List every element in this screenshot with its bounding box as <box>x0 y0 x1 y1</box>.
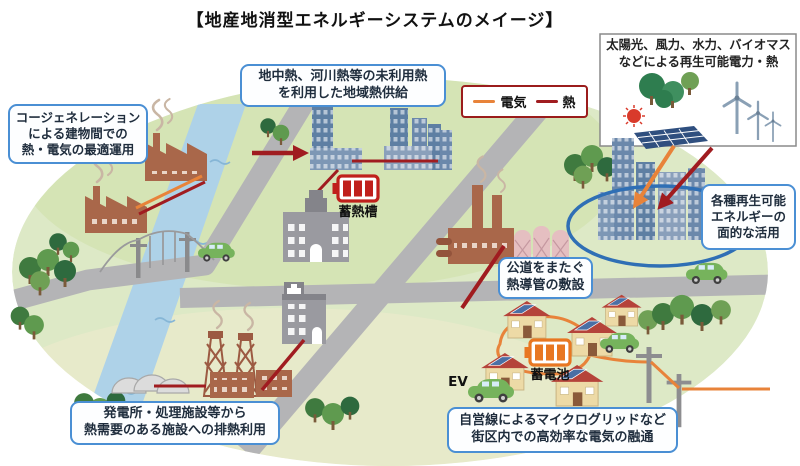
renewable-box-line: 太陽光、風力、水力、バイオマス <box>606 38 791 52</box>
heat-pipe-line <box>460 244 506 310</box>
callout-line: による建物間での <box>28 126 128 141</box>
factory-building <box>85 186 147 233</box>
heat-storage-label: 蓄熱槽 <box>338 205 378 220</box>
legend-electricity: 電気 <box>473 92 527 111</box>
power-lines <box>636 347 770 428</box>
callout-renewable-use: 各種再生可能 エネルギーの 面的な活用 <box>701 184 796 250</box>
city-office-buildings <box>252 106 452 205</box>
callout-heat-pipe: 公道をまたぐ 熱導管の敷設 <box>498 257 593 299</box>
callout-line: 公道をまたぐ <box>506 261 585 277</box>
heat-line <box>138 180 206 216</box>
legend: 電気 熱 <box>461 85 588 118</box>
heat-line-swatch <box>535 99 558 104</box>
callout-line: 自営線によるマイクログリッドなど <box>459 413 666 429</box>
callout-line: 面的な活用 <box>717 225 780 240</box>
microgrid-neighborhood <box>468 294 649 407</box>
legend-heat: 熱 <box>535 92 576 111</box>
callout-line: エネルギーの <box>710 209 786 224</box>
callout-line: 発電所・処理施設等から <box>103 406 247 422</box>
renewable-box-caption: 太陽光、風力、水力、バイオマス などによる再生可能電力・熱 <box>602 37 795 70</box>
renewable-box-line: などによる再生可能電力・熱 <box>618 54 779 69</box>
callout-microgrid: 自営線によるマイクログリッドなど 街区内での高効率な電気の融通 <box>447 407 678 453</box>
callout-cogeneration: コージェネレーション による建物間での 熱・電気の最適運用 <box>8 104 148 164</box>
callout-unused-heat: 地中熱、河川熱等の未利用熱 を利用した地域熱供給 <box>240 64 446 107</box>
bridge <box>99 230 215 278</box>
hospital-building <box>282 282 326 344</box>
renewable-energy-box <box>599 33 797 149</box>
callout-line: 地中熱、河川熱等の未利用熱 <box>258 68 428 84</box>
ev-label: EV <box>448 374 468 390</box>
callout-waste-heat: 発電所・処理施設等から 熱需要のある施設への排熱利用 <box>70 401 280 445</box>
tree-icons <box>639 72 699 108</box>
electricity-arrow <box>632 144 676 209</box>
callout-line: 熱需要のある施設への排熱利用 <box>83 423 266 438</box>
storage-battery-label: 蓄電池 <box>530 368 570 383</box>
callout-line: コージェネレーション <box>15 110 141 125</box>
sun-icon <box>623 105 645 127</box>
heat-line <box>260 338 306 392</box>
callout-line: 熱・電気の最適運用 <box>21 142 135 157</box>
solar-panel-icon <box>634 126 708 149</box>
callout-line: 街区内での高効率な電気の融通 <box>471 430 654 445</box>
electricity-line <box>135 174 203 210</box>
diagram-title: 【地産地消型エネルギーシステムのメイージ】 <box>186 11 564 31</box>
heat-arrow <box>657 146 714 210</box>
legend-heat-label: 熱 <box>562 96 576 111</box>
gas-factory <box>436 155 569 310</box>
heat-storage-battery-icon <box>330 174 380 203</box>
school-building <box>283 190 349 262</box>
legend-electricity-label: 電気 <box>500 96 527 111</box>
gas-tanks <box>514 226 569 264</box>
callout-line: を利用した地域熱供給 <box>277 85 408 101</box>
callout-line: 熱導管の敷設 <box>506 278 585 293</box>
cogeneration-factories <box>85 97 207 233</box>
factory-building <box>145 133 207 181</box>
electricity-line-swatch <box>473 99 496 104</box>
storage-battery-icon <box>522 338 572 367</box>
callout-line: 各種再生可能 <box>710 193 786 208</box>
power-plant <box>111 299 306 398</box>
